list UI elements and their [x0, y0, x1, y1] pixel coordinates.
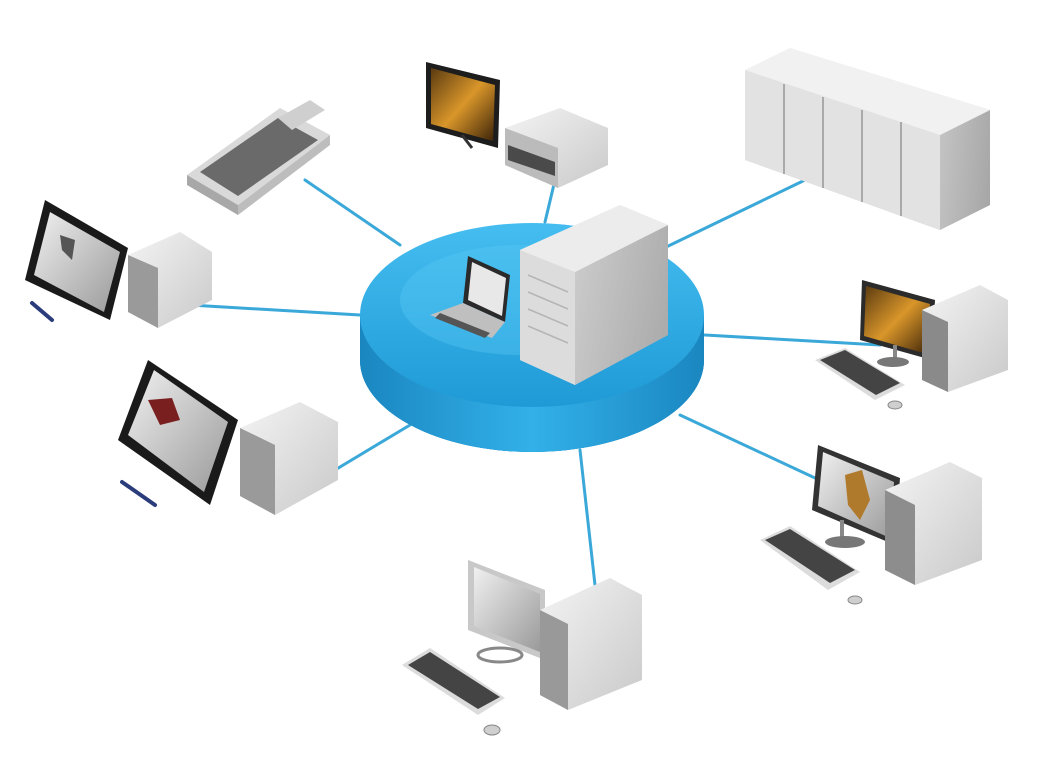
- tv-with-media-player-icon: [426, 62, 608, 188]
- desktop-computer-icon: [760, 445, 982, 605]
- link-workstation-right-bottom: [678, 413, 832, 487]
- link-scanner: [303, 178, 402, 247]
- graphics-tablet-computer-icon: [25, 200, 212, 328]
- laptop-icon: [430, 256, 510, 338]
- server-tower-icon: [520, 205, 668, 385]
- link-tablet-top-left: [188, 303, 362, 317]
- link-server-rack: [658, 178, 807, 252]
- central-server-hub-icon: [360, 205, 704, 452]
- link-workstation-bottom: [578, 448, 597, 587]
- flatbed-scanner-icon: [187, 100, 330, 215]
- server-rack-icon: [745, 48, 990, 230]
- network-links: [188, 178, 882, 587]
- link-workstation-right-top: [703, 333, 882, 347]
- link-tablet-bottom-left: [333, 423, 412, 472]
- link-media-player: [543, 178, 557, 224]
- graphics-tablet-computer-icon: [118, 360, 338, 515]
- desktop-computer-icon: [815, 280, 1008, 410]
- desktop-computer-icon: [402, 560, 642, 736]
